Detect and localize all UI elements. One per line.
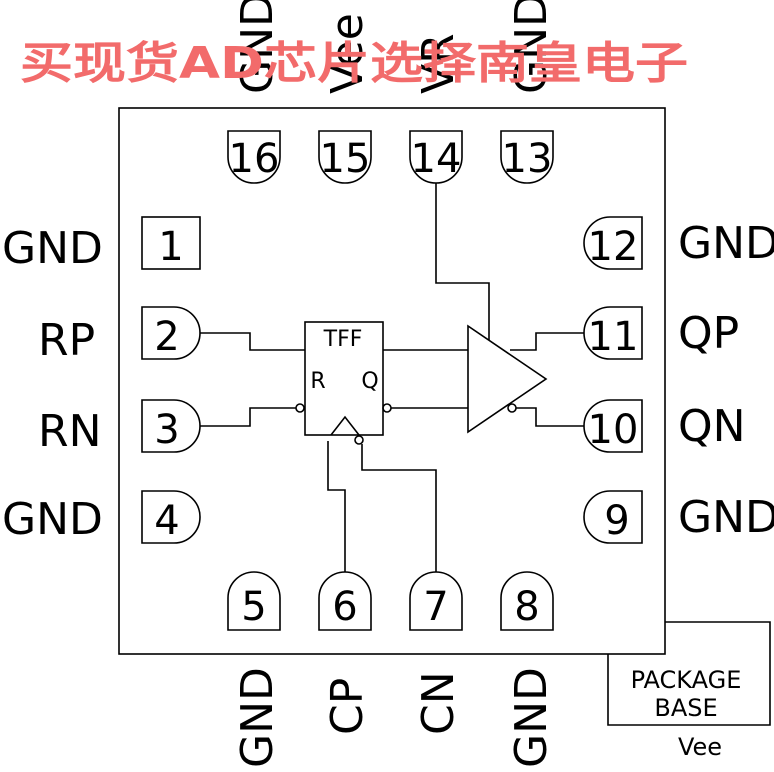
pad-7 xyxy=(409,571,463,631)
pin-number-12: 12 xyxy=(588,224,639,270)
pad-10 xyxy=(583,399,643,453)
pad-4 xyxy=(141,490,201,544)
pad-9 xyxy=(583,490,643,544)
pin-number-4: 4 xyxy=(154,498,179,544)
pin-number-10: 10 xyxy=(588,407,639,453)
pin-label-5: GND xyxy=(232,667,283,768)
pin-label-4: GND xyxy=(2,494,103,545)
pad-13 xyxy=(500,130,554,184)
pin-number-6: 6 xyxy=(332,584,357,630)
package-outline xyxy=(118,107,666,655)
pin-label-13: GND xyxy=(506,0,557,94)
pin-number-2: 2 xyxy=(154,314,179,360)
wire-vr xyxy=(435,183,490,340)
pad-6 xyxy=(318,571,372,631)
wire-rn xyxy=(200,407,296,427)
pin-label-11: QP xyxy=(678,308,739,359)
pin-label-8: GND xyxy=(506,667,557,768)
pad-2 xyxy=(141,306,201,360)
watermark: 买现货AD芯片选择南皇电子 xyxy=(20,38,688,89)
pin-label-12: GND xyxy=(678,218,774,269)
pin-label-15: Vee xyxy=(322,13,373,94)
package-base-box xyxy=(607,621,771,726)
pad-1 xyxy=(141,216,201,270)
pin-label-10: QN xyxy=(678,401,746,452)
pad-5 xyxy=(227,571,281,631)
qbar-bubble xyxy=(382,403,392,413)
clock-triangle xyxy=(330,415,360,436)
pin-label-14: VR xyxy=(413,33,464,94)
wire-rp xyxy=(200,332,305,351)
wire-qp xyxy=(510,332,584,351)
pad-8 xyxy=(500,571,554,631)
pin-number-1: 1 xyxy=(158,224,183,270)
package-base-connection: Vee xyxy=(678,733,722,761)
pin-label-7: CN xyxy=(413,671,464,735)
pin-label-16: GND xyxy=(232,0,283,94)
output-buffer xyxy=(467,324,548,434)
reset-label: R xyxy=(310,369,325,394)
tff-block xyxy=(304,321,384,436)
pin-number-14: 14 xyxy=(411,136,462,182)
package-base-line2: BASE xyxy=(654,694,717,722)
tff-label: TFF xyxy=(323,327,363,352)
pin-number-15: 15 xyxy=(320,136,371,182)
pin-number-7: 7 xyxy=(423,584,448,630)
pad-11 xyxy=(583,306,643,360)
pad-12 xyxy=(583,216,643,270)
pad-14 xyxy=(409,130,463,184)
pin-label-2: RP xyxy=(38,315,95,366)
package-base-line1: PACKAGE xyxy=(631,666,742,694)
buffer-bubble xyxy=(507,403,517,413)
pin-label-3: RN xyxy=(38,406,102,457)
pad-16 xyxy=(227,130,281,184)
wire-cn xyxy=(361,444,437,572)
pin-number-13: 13 xyxy=(502,136,553,182)
pin-number-5: 5 xyxy=(241,584,266,630)
pin-label-9: GND xyxy=(678,492,774,543)
pin-number-8: 8 xyxy=(514,584,539,630)
pin-number-16: 16 xyxy=(229,136,280,182)
pin-number-11: 11 xyxy=(588,314,639,360)
pin-number-9: 9 xyxy=(604,498,629,544)
pin-label-6: CP xyxy=(322,678,373,735)
pin-label-1: GND xyxy=(2,223,103,274)
wire-qn xyxy=(516,407,584,427)
q-label: Q xyxy=(361,369,378,394)
reset-bubble xyxy=(295,403,305,413)
clock-bubble xyxy=(354,435,364,445)
pad-15 xyxy=(318,130,372,184)
pad-3 xyxy=(141,399,201,453)
pin-number-3: 3 xyxy=(154,407,179,453)
wire-cp xyxy=(327,441,346,572)
